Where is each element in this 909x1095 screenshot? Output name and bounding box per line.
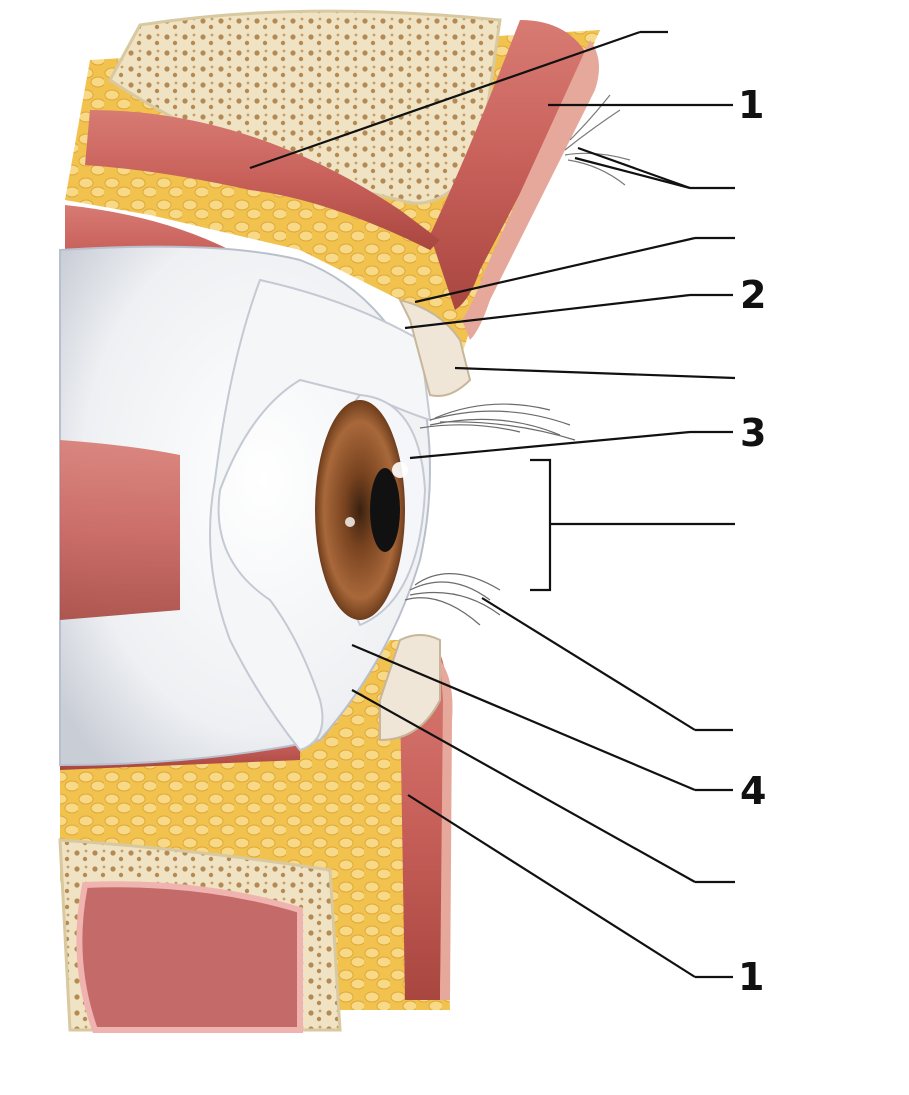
upper-skin bbox=[462, 40, 599, 340]
leader-line-eyebrow-a bbox=[577, 146, 691, 190]
label-1-top: 1 bbox=[738, 83, 765, 127]
leader-line-conjunctiva bbox=[351, 689, 696, 883]
maxillary-sinus bbox=[76, 881, 303, 1033]
leader-line-1-bottom bbox=[407, 794, 696, 978]
cornea-highlight bbox=[392, 462, 408, 478]
palpebral-fissure-bracket bbox=[530, 458, 552, 592]
iris-highlight bbox=[345, 517, 355, 527]
lower-eyelash-strands bbox=[404, 573, 501, 626]
label-3: 3 bbox=[740, 411, 767, 455]
leader-line-eyebrow-b bbox=[574, 156, 691, 190]
medial-rectus-muscle bbox=[60, 440, 180, 620]
upper-tarsal-plate bbox=[398, 298, 472, 397]
eyelash-strands bbox=[419, 403, 576, 441]
eyebrow-hairs bbox=[564, 94, 631, 186]
iris bbox=[315, 400, 405, 620]
leader-line-2 bbox=[404, 293, 691, 330]
upper-orbicularis-muscle bbox=[430, 20, 590, 310]
label-1-bottom: 1 bbox=[738, 955, 765, 999]
label-2: 2 bbox=[740, 273, 767, 317]
label-4: 4 bbox=[740, 769, 767, 813]
leader-line-4 bbox=[351, 643, 696, 792]
leader-line-eyelash bbox=[481, 597, 696, 731]
leader-lines bbox=[249, 30, 736, 979]
leader-line-tarsal-gland bbox=[454, 366, 736, 380]
pupil bbox=[370, 468, 400, 552]
levator-muscle bbox=[85, 110, 440, 250]
leader-line-levator bbox=[249, 30, 641, 170]
leader-line-tarsal bbox=[414, 236, 696, 304]
leader-line-3 bbox=[409, 430, 691, 460]
